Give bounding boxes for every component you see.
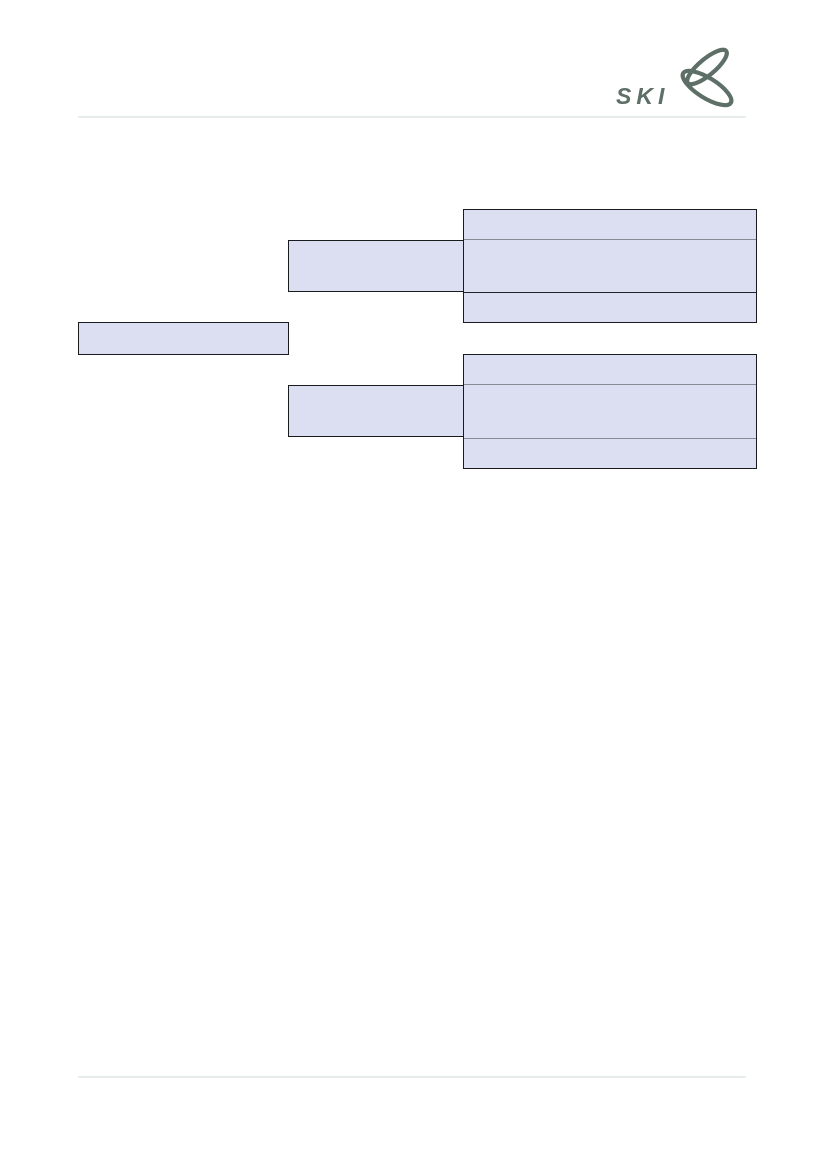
- ski-logo: SKI: [610, 44, 740, 110]
- diagram-branch1-stack: [463, 209, 757, 323]
- logo-text: SKI: [616, 83, 670, 109]
- diagram-branch1-stack-row1: [464, 210, 756, 239]
- diagram-branch2-connector-box: [288, 385, 464, 437]
- diagram-branch1-connector-box: [288, 240, 464, 292]
- diagram-branch2-stack: [463, 354, 757, 469]
- ski-orbit-rings-icon: [680, 47, 734, 108]
- diagram-branch1-stack-row3: [464, 292, 756, 322]
- diagram-branch2-stack-row1: [464, 355, 756, 384]
- header-rule: [78, 116, 746, 118]
- diagram-branch2-stack-row3: [464, 438, 756, 468]
- footer-rule: [78, 1076, 746, 1078]
- diagram-root-box: [78, 322, 289, 355]
- diagram-branch1-stack-row2: [464, 239, 756, 292]
- diagram-branch2-stack-row2: [464, 384, 756, 438]
